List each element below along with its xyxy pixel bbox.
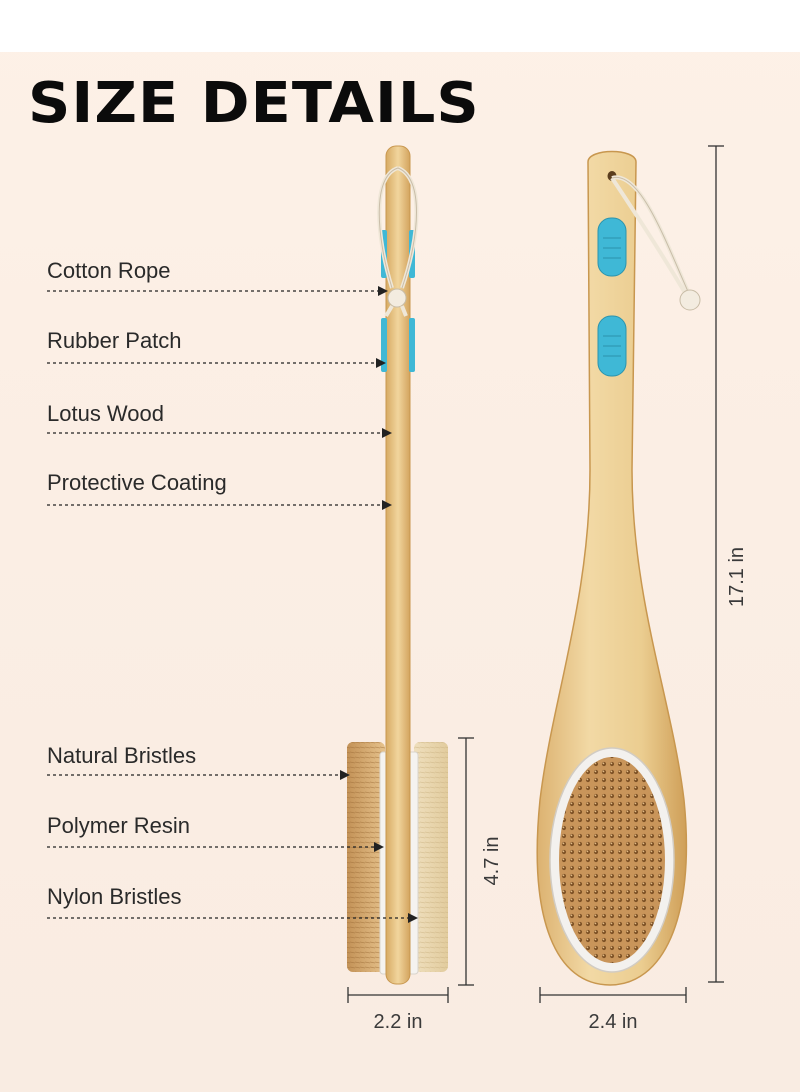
- front-view-brush: [536, 150, 701, 986]
- label-rubber-patch: Rubber Patch: [47, 328, 182, 353]
- label-protective-coating: Protective Coating: [47, 470, 227, 495]
- side-view-brush: [347, 145, 448, 985]
- nylon-bristles-block: [414, 742, 448, 972]
- label-natural-bristles: Natural Bristles: [47, 743, 197, 768]
- top-band: [0, 0, 800, 52]
- front-rubber-patch-top: [597, 217, 627, 277]
- side-rubber-patch-bottom-right: [409, 318, 415, 372]
- front-bristle-pad: [559, 757, 665, 963]
- side-cotton-rope: [377, 166, 419, 318]
- dimension-side-width: 2.2 in: [373, 1011, 423, 1033]
- side-rubber-patch-bottom-left: [381, 318, 387, 372]
- side-handle: [385, 145, 411, 985]
- arrow-heads: [340, 286, 418, 923]
- dimension-lines: [347, 145, 724, 1003]
- front-cotton-rope: [610, 175, 701, 311]
- callout-arrows: [47, 290, 410, 919]
- label-polymer-resin: Polymer Resin: [47, 813, 191, 838]
- natural-bristles-block: [347, 742, 385, 972]
- label-cotton-rope: Cotton Rope: [47, 258, 171, 283]
- label-lotus-wood: Lotus Wood: [47, 401, 165, 426]
- page-title: SIZE DETAILS: [28, 71, 480, 136]
- dimension-front-width: 2.4 in: [588, 1011, 638, 1033]
- dimension-total-length: 17.1 in: [726, 546, 748, 608]
- label-nylon-bristles: Nylon Bristles: [47, 884, 182, 909]
- dimension-head-length: 4.7 in: [481, 836, 503, 886]
